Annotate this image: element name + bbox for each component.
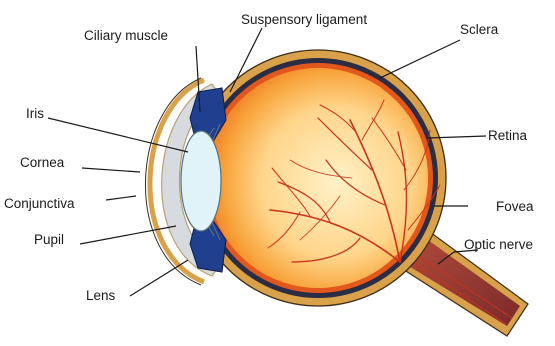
label-retina: Retina: [488, 128, 528, 143]
label-iris: Iris: [26, 106, 44, 121]
label-cornea: Cornea: [20, 155, 65, 170]
label-lens: Lens: [86, 288, 116, 303]
label-optic-nerve: Optic nerve: [464, 237, 533, 252]
label-pupil: Pupil: [34, 232, 64, 247]
label-sclera: Sclera: [460, 22, 499, 37]
label-fovea: Fovea: [496, 199, 534, 214]
label-conjunctiva: Conjunctiva: [4, 196, 75, 211]
lens: [181, 131, 221, 231]
label-ciliary-muscle: Ciliary muscle: [84, 28, 168, 43]
label-suspensory-ligament: Suspensory ligament: [241, 12, 367, 27]
vitreous-body: [208, 68, 428, 288]
